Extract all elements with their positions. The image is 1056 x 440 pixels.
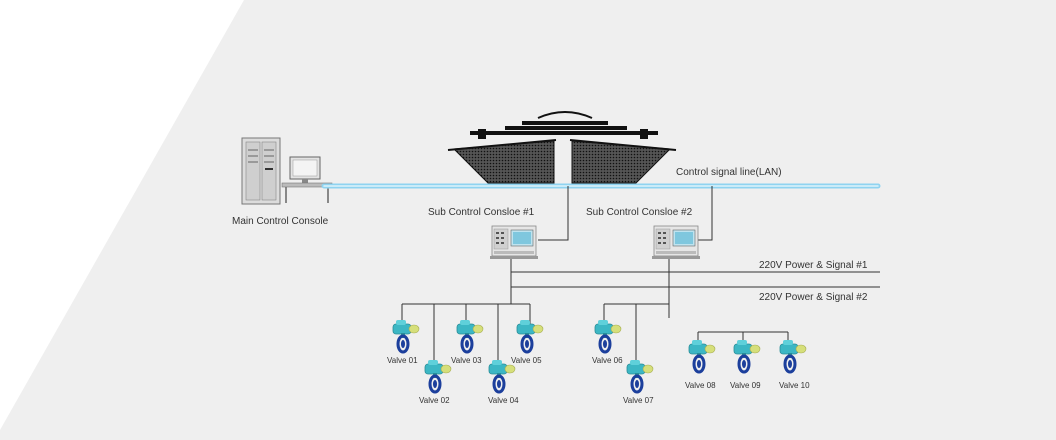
valve-label: Valve 09 bbox=[730, 381, 761, 390]
sub-console-2-icon bbox=[651, 225, 701, 260]
ship-icon bbox=[447, 111, 677, 184]
valve-label: Valve 01 bbox=[387, 356, 418, 365]
valve-label: Valve 08 bbox=[685, 381, 716, 390]
valve-label: Valve 02 bbox=[419, 396, 450, 405]
valve-label: Valve 07 bbox=[623, 396, 654, 405]
power-signal-1-label: 220V Power & Signal #1 bbox=[759, 260, 868, 271]
main-console-label: Main Control Console bbox=[232, 216, 329, 227]
sub-console-1-label: Sub Control Consloe #1 bbox=[428, 207, 535, 218]
valve-label: Valve 10 bbox=[779, 381, 810, 390]
valve-label: Valve 03 bbox=[451, 356, 482, 365]
valve-label: Valve 06 bbox=[592, 356, 623, 365]
sub-console-2-label: Sub Control Consloe #2 bbox=[586, 207, 693, 218]
power-signal-2-label: 220V Power & Signal #2 bbox=[759, 292, 868, 303]
server-rack-and-computer-icon bbox=[241, 137, 333, 205]
valve-label: Valve 04 bbox=[488, 396, 519, 405]
valve-label: Valve 05 bbox=[511, 356, 542, 365]
lan-line-label: Control signal line(LAN) bbox=[676, 167, 782, 178]
sub-console-1-icon bbox=[489, 225, 539, 260]
